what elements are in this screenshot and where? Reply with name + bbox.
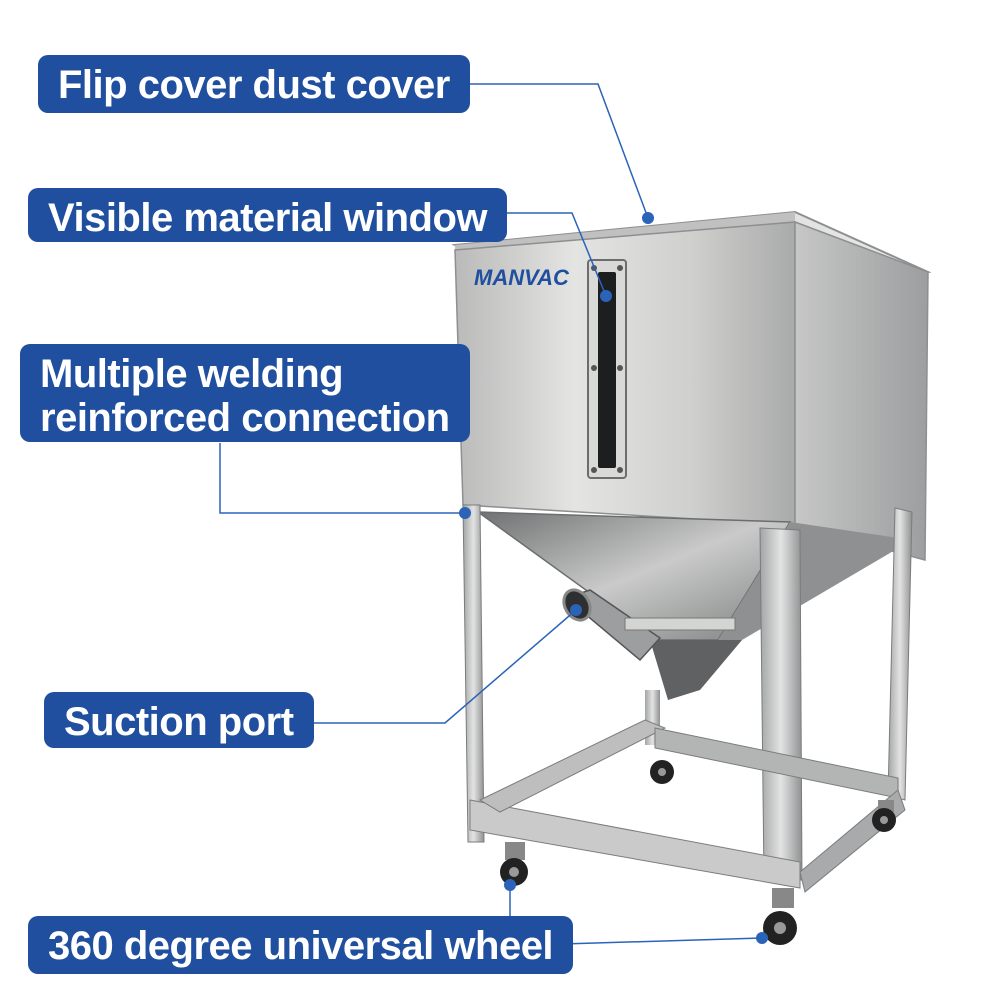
universal-wheel-label-text: 360 degree universal wheel xyxy=(48,924,554,968)
suction-port-label: Suction port xyxy=(44,692,314,748)
welding-label-line2: reinforced connection xyxy=(40,396,450,440)
flip-cover-label: Flip cover dust cover xyxy=(38,55,470,113)
leader-dots xyxy=(459,212,768,944)
hopper-cone xyxy=(475,511,912,700)
universal-wheel-label: 360 degree universal wheel xyxy=(28,916,574,974)
leader-suction xyxy=(308,609,577,724)
welding-label: Multiple welding reinforced connection xyxy=(20,344,470,442)
material-window-label-text: Visible material window xyxy=(48,196,488,240)
leader-lines xyxy=(219,83,763,946)
material-window xyxy=(587,259,627,479)
leader-flip-cover xyxy=(440,83,649,219)
leader-material-window xyxy=(480,212,607,297)
suction-port-label-text: Suction port xyxy=(64,700,294,744)
flip-cover-label-text: Flip cover dust cover xyxy=(58,63,450,107)
leader-welding xyxy=(219,443,465,514)
welding-label-line1: Multiple welding xyxy=(40,352,344,396)
material-window-label: Visible material window xyxy=(28,188,508,242)
brand-logo: MANVAC xyxy=(474,265,570,290)
universal-wheels xyxy=(500,760,896,945)
support-frame xyxy=(462,504,913,893)
